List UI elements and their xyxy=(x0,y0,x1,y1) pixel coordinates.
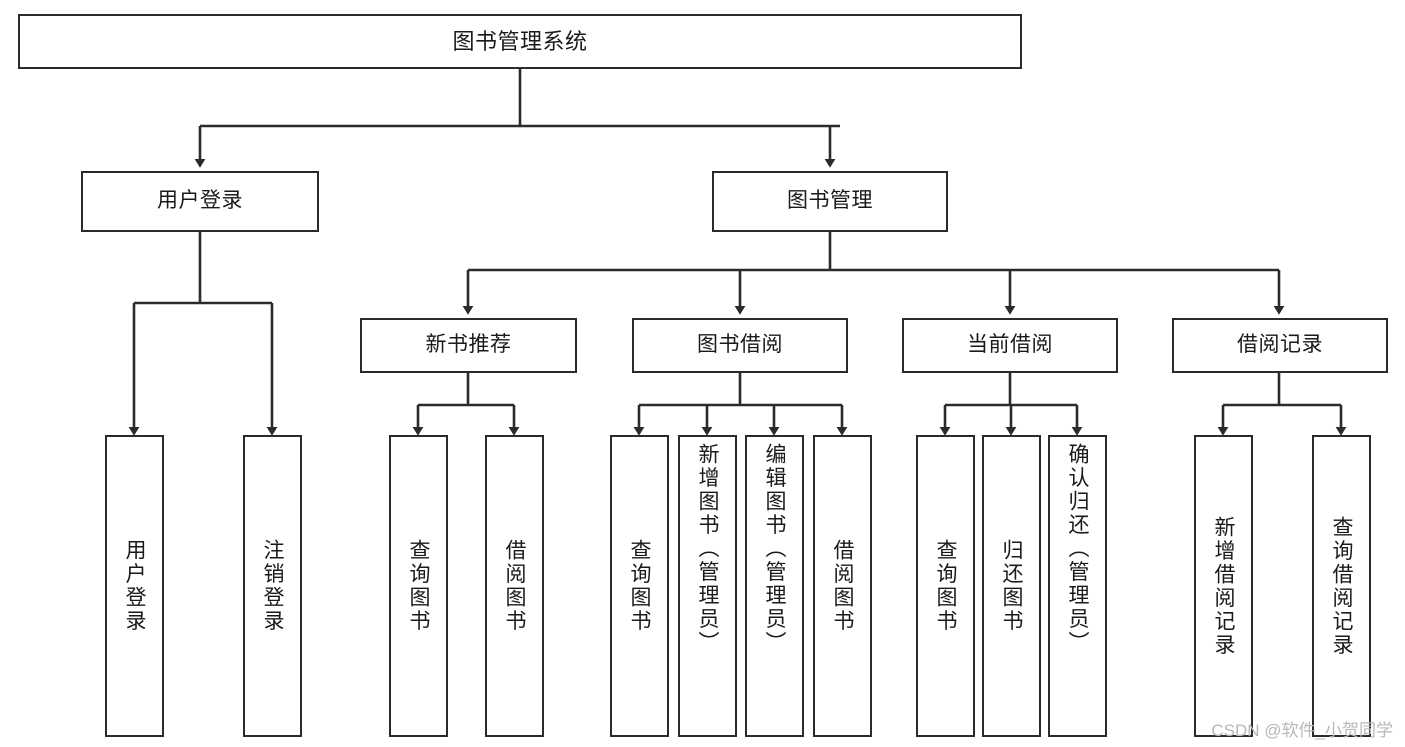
leaf-add-borrow-record[interactable]: 新增借阅记录 xyxy=(1194,435,1253,737)
node-label: 图书借阅 xyxy=(697,333,783,357)
leaf-user-login[interactable]: 用户登录 xyxy=(105,435,164,737)
leaf-confirm-return-admin[interactable]: 确认归还（管理员） xyxy=(1048,435,1107,737)
node-label: 借阅图书 xyxy=(831,539,854,633)
node-label: 查询借阅记录 xyxy=(1330,515,1353,657)
node-current-borrowing[interactable]: 当前借阅 xyxy=(902,318,1118,373)
leaf-edit-book-admin[interactable]: 编辑图书（管理员） xyxy=(745,435,804,737)
node-label: 查询图书 xyxy=(934,539,957,633)
node-label: 确认归还（管理员） xyxy=(1066,443,1089,655)
leaf-borrow-book-borrowing[interactable]: 借阅图书 xyxy=(813,435,872,737)
leaf-add-book-admin[interactable]: 新增图书（管理员） xyxy=(678,435,737,737)
leaf-return-book[interactable]: 归还图书 xyxy=(982,435,1041,737)
node-label: 查询图书 xyxy=(628,539,651,633)
node-label: 用户登录 xyxy=(157,189,243,213)
csdn-watermark: CSDN @软件_小贺同学 xyxy=(1211,721,1393,740)
node-book-management[interactable]: 图书管理 xyxy=(712,171,948,232)
node-label: 编辑图书（管理员） xyxy=(763,443,786,655)
node-borrowing-record[interactable]: 借阅记录 xyxy=(1172,318,1388,373)
leaf-query-book-current[interactable]: 查询图书 xyxy=(916,435,975,737)
node-book-borrowing[interactable]: 图书借阅 xyxy=(632,318,848,373)
leaf-logout[interactable]: 注销登录 xyxy=(243,435,302,737)
node-label: 归还图书 xyxy=(1000,539,1023,633)
leaf-query-book-recommendation[interactable]: 查询图书 xyxy=(389,435,448,737)
node-label: 新增借阅记录 xyxy=(1212,515,1235,657)
node-label: 用户登录 xyxy=(123,539,146,633)
node-label: 借阅图书 xyxy=(503,539,526,633)
node-label: 借阅记录 xyxy=(1237,333,1323,357)
leaf-query-borrow-record[interactable]: 查询借阅记录 xyxy=(1312,435,1371,737)
leaf-query-book-borrowing[interactable]: 查询图书 xyxy=(610,435,669,737)
node-label: 新书推荐 xyxy=(425,333,512,357)
node-label: 当前借阅 xyxy=(967,333,1053,357)
node-label: 图书管理系统 xyxy=(452,28,588,54)
node-new-book-recommendation[interactable]: 新书推荐 xyxy=(360,318,577,373)
leaf-borrow-book-recommendation[interactable]: 借阅图书 xyxy=(485,435,544,737)
node-label: 新增图书（管理员） xyxy=(696,443,719,655)
node-root-system[interactable]: 图书管理系统 xyxy=(18,14,1022,69)
node-label: 查询图书 xyxy=(407,539,430,633)
node-label: 图书管理 xyxy=(787,189,873,213)
node-user-login[interactable]: 用户登录 xyxy=(81,171,319,232)
node-label: 注销登录 xyxy=(261,539,284,633)
